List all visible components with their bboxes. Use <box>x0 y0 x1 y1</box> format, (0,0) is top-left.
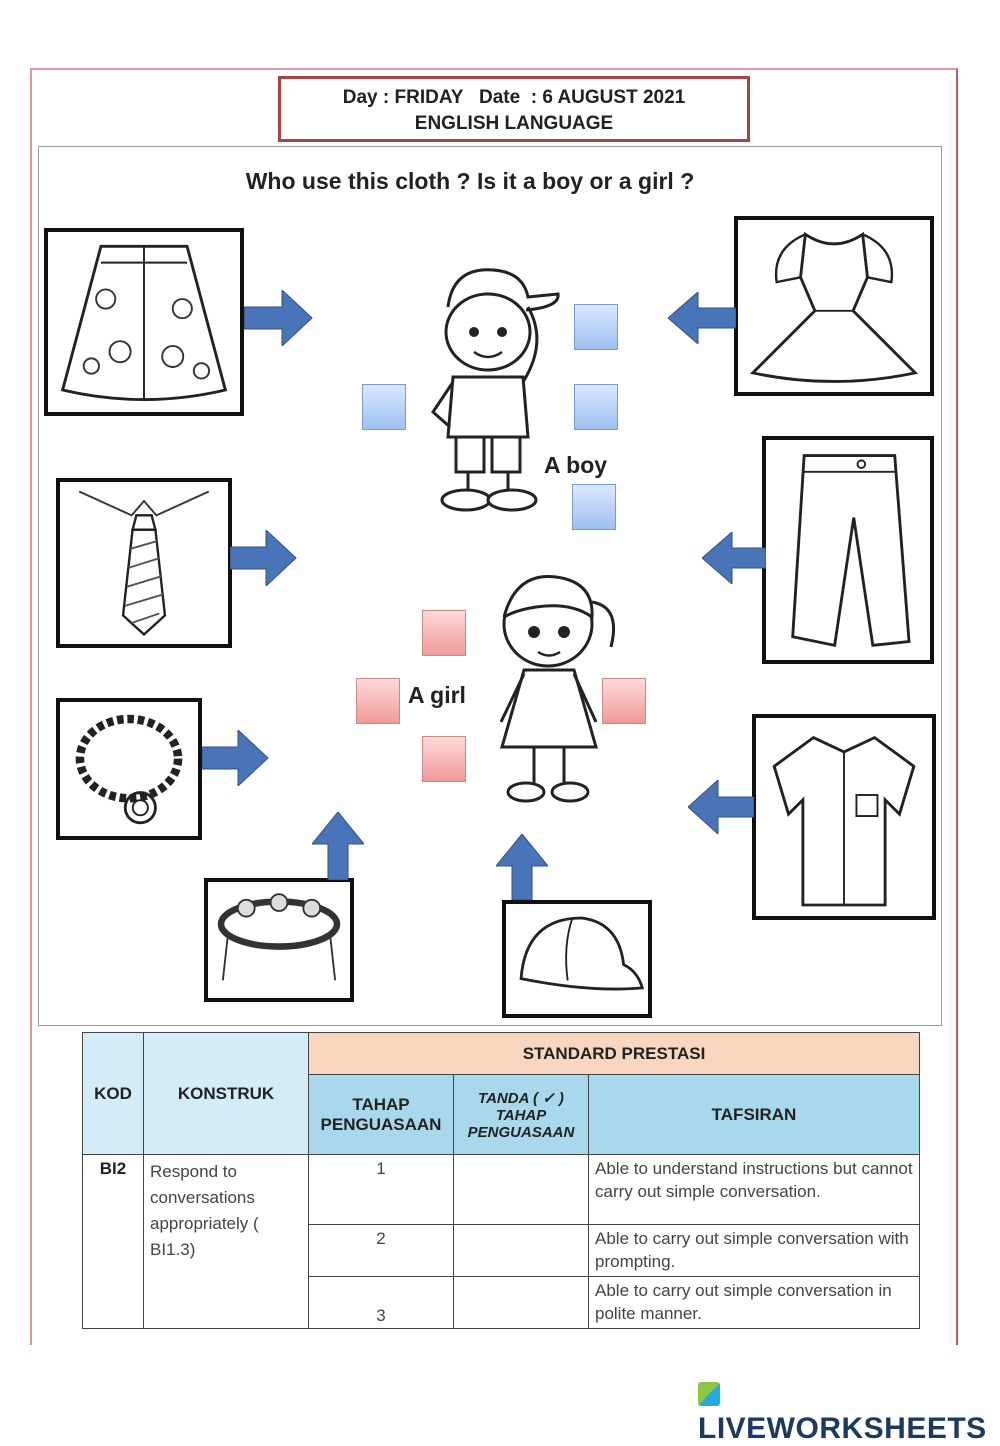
tie-icon <box>78 490 210 637</box>
girl-illustration <box>499 575 616 803</box>
arrow-up-icon <box>496 834 548 900</box>
cap-picture[interactable] <box>502 900 652 1018</box>
girl-answer-box[interactable] <box>356 678 400 724</box>
date-line: Day : FRIDAY Date : 6 AUGUST 2021 <box>342 87 686 108</box>
girl-answer-box[interactable] <box>602 678 646 724</box>
trousers-icon <box>791 454 911 648</box>
skirt-picture[interactable] <box>44 228 244 416</box>
tafsiran-header: TAFSIRAN <box>588 1074 920 1155</box>
arrow-left-icon <box>668 292 736 344</box>
kod-value: BI2 <box>82 1154 144 1329</box>
tick-cell[interactable] <box>453 1154 589 1225</box>
description-cell: Able to understand instructions but cann… <box>588 1154 920 1225</box>
level-cell: 3 <box>308 1276 454 1329</box>
dress-picture[interactable] <box>734 216 934 396</box>
tie-picture[interactable] <box>56 478 232 648</box>
arrow-left-icon <box>688 780 754 834</box>
level-cell: 2 <box>308 1224 454 1277</box>
worksheet-page <box>30 68 958 1345</box>
boy-answer-box[interactable] <box>574 384 618 430</box>
activity-frame <box>38 146 942 1026</box>
shirt-picture[interactable] <box>752 714 936 920</box>
liveworksheets-logo: LIVEWORKSHEETS <box>698 1378 1000 1446</box>
description-cell: Able to carry out simple conversation wi… <box>588 1224 920 1277</box>
dress-icon <box>749 231 919 383</box>
girl-answer-box[interactable] <box>422 736 466 782</box>
boy-answer-box[interactable] <box>362 384 406 430</box>
necklace-picture[interactable] <box>56 698 202 840</box>
standard-prestasi-header: STANDARD PRESTASI <box>308 1032 920 1075</box>
arrow-left-icon <box>702 532 766 584</box>
boy-answer-box[interactable] <box>572 484 616 530</box>
kod-header: KOD <box>82 1032 144 1155</box>
trousers-picture[interactable] <box>762 436 934 664</box>
tick-cell[interactable] <box>453 1276 589 1329</box>
arrow-right-icon <box>244 290 313 346</box>
boy-illustration <box>431 268 560 512</box>
description-cell: Able to carry out simple conversation in… <box>588 1276 920 1329</box>
subject-line: ENGLISH LANGUAGE <box>414 113 614 134</box>
girl-label: A girl <box>408 682 466 708</box>
tahap-header: TAHAP PENGUASAAN <box>308 1074 454 1155</box>
boy-answer-box[interactable] <box>574 304 618 350</box>
tick-cell[interactable] <box>453 1224 589 1277</box>
konstruk-header: KONSTRUK <box>143 1032 309 1155</box>
girl-answer-box[interactable] <box>422 610 466 656</box>
question-title: Who use this cloth ? Is it a boy or a gi… <box>245 168 695 194</box>
arrow-up-icon <box>312 812 364 880</box>
logo-text: LIVEWORKSHEETS <box>698 1412 987 1445</box>
date-header: Day : FRIDAY Date : 6 AUGUST 2021 ENGLIS… <box>278 76 750 142</box>
bracelet-picture[interactable] <box>204 878 354 1002</box>
level-cell: 1 <box>308 1154 454 1225</box>
assessment-table: KOD KONSTRUK STANDARD PRESTASI TAHAP PEN… <box>82 1032 920 1329</box>
logo-icon <box>698 1382 720 1406</box>
arrow-right-icon <box>230 530 297 586</box>
skirt-icon <box>60 244 228 401</box>
arrow-right-icon <box>202 730 269 786</box>
bracelet-icon <box>217 893 341 981</box>
tanda-header: TANDA ( ✓ ) TAHAP PENGUASAAN <box>453 1074 589 1155</box>
shirt-icon <box>772 735 916 907</box>
konstruk-value: Respond to conversations appropriately (… <box>143 1154 309 1329</box>
necklace-icon <box>75 714 183 825</box>
boy-label: A boy <box>544 452 608 478</box>
cap-icon <box>519 916 645 991</box>
